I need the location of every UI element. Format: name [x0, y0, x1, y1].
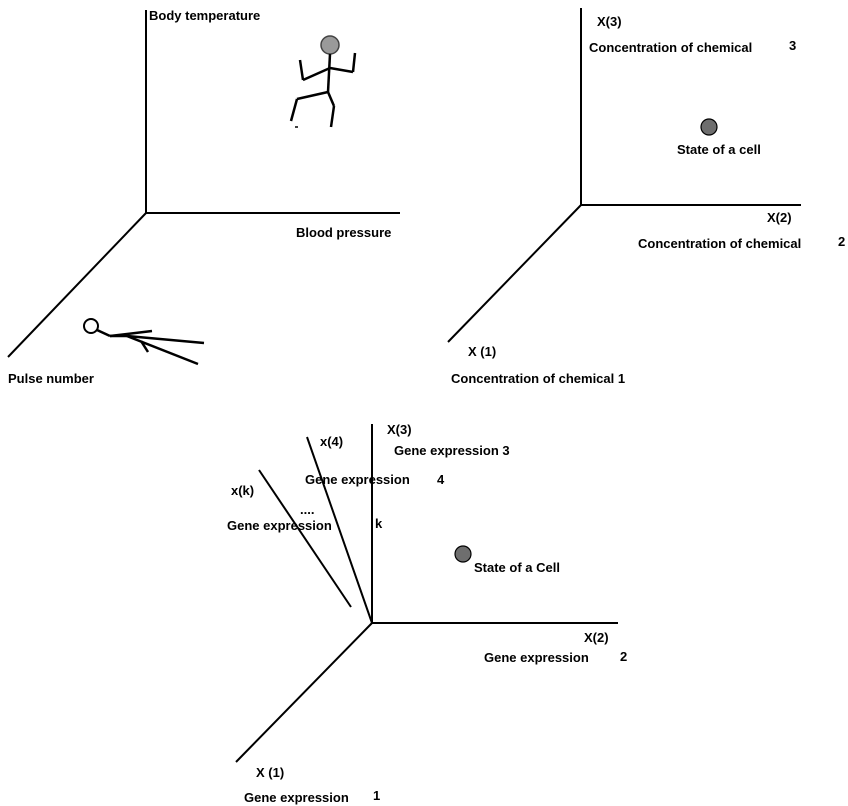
panel-c-xk-label: Gene expression: [227, 518, 332, 533]
panel-b-x1-axis: [447, 204, 582, 343]
panel-c-x1-label: Gene expression: [244, 790, 349, 805]
panel-b-point-label: State of a cell: [677, 142, 761, 157]
panel-c-x2-index: 2: [620, 649, 628, 664]
panel-c-axes: [235, 424, 618, 763]
panel-c-ellipsis: ....: [300, 502, 315, 517]
panel-a-y-axis-label: Body temperature: [149, 8, 261, 23]
panel-c-x4-index: 4: [437, 472, 445, 487]
panel-c-x4-label: Gene expression: [305, 472, 410, 487]
panel-a-x-axis-label: Blood pressure: [296, 225, 392, 240]
panel-b-axes: [447, 8, 801, 343]
panel-b-state-point: [700, 118, 718, 136]
panel-a-z-axis-label: Pulse number: [8, 371, 94, 386]
panel-b-x2-symbol: X(2): [767, 210, 792, 225]
panel-b-x1-symbol: X (1): [468, 344, 497, 359]
panel-c-x3-symbol: X(3): [387, 422, 412, 437]
lying-figure-icon: [83, 318, 205, 366]
panel-b-x1-label: Concentration of chemical 1: [451, 371, 626, 386]
panel-c-x1-axis: [235, 622, 373, 763]
panel-b-x3-index: 3: [789, 38, 797, 53]
panel-c-x1-symbol: X (1): [256, 765, 285, 780]
panel-b-x3-symbol: X(3): [597, 14, 622, 29]
panel-c-point-label: State of a Cell: [474, 560, 560, 575]
lying-figure-head: [83, 318, 99, 334]
standing-figure-icon: [289, 35, 357, 128]
panel-c-xk-symbol: x(k): [231, 483, 255, 498]
panel-c-x2-symbol: X(2): [584, 630, 609, 645]
panel-c-x4-symbol: x(4): [320, 434, 344, 449]
panel-c-x4-axis: [306, 436, 373, 624]
panel-c-x2-label: Gene expression: [484, 650, 589, 665]
panel-a-axes: [7, 10, 400, 358]
panel-c-xk-index: k: [375, 516, 383, 531]
panel-c-x3-label: Gene expression 3: [394, 443, 510, 458]
panel-b-x2-index: 2: [838, 234, 846, 249]
panel-c-xk-axis: [258, 469, 352, 608]
standing-figure-head: [320, 35, 340, 55]
panel-b-x3-label: Concentration of chemical: [589, 40, 753, 55]
panel-c-x1-index: 1: [373, 788, 381, 803]
panel-c-state-point: [454, 545, 472, 563]
panel-a-z-axis: [7, 212, 147, 358]
panel-b-x2-label: Concentration of chemical: [638, 236, 802, 251]
